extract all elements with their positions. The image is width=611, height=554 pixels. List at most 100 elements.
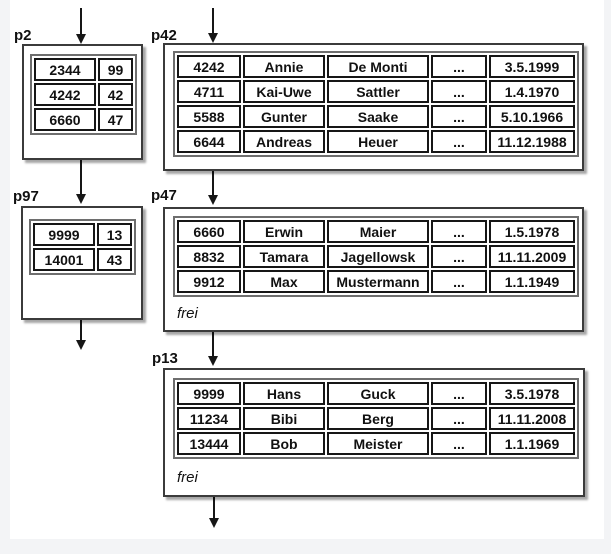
table-cell: Kai-Uwe	[243, 80, 325, 103]
table-cell: 11.11.2008	[489, 407, 575, 430]
table-cell: 42	[98, 83, 133, 106]
table-cell: 99	[98, 58, 133, 81]
table-cell: 13	[97, 223, 132, 246]
arrow-shaft	[212, 171, 214, 196]
table-cell: 11234	[177, 407, 241, 430]
page-label-p47: p47	[151, 187, 177, 204]
table-cell: 11.11.2009	[489, 245, 575, 268]
table-cell: 9999	[33, 223, 95, 246]
table-cell: Gunter	[243, 105, 325, 128]
table-cell: 9912	[177, 270, 241, 293]
table-cell: Mustermann	[327, 270, 429, 293]
table-cell: ...	[431, 80, 487, 103]
arrow-head-icon	[208, 195, 218, 205]
table-cell: 11.12.1988	[489, 130, 575, 153]
table-cell: Meister	[327, 432, 429, 455]
arrow-shaft	[212, 332, 214, 357]
arrow-out-of-p13	[208, 497, 220, 528]
table-cell: Bibi	[243, 407, 325, 430]
table-cell: Heuer	[327, 130, 429, 153]
table-cell: Saake	[327, 105, 429, 128]
table-cell: 1.5.1978	[489, 220, 575, 243]
page-label-p97: p97	[13, 188, 39, 205]
arrow-shaft	[212, 8, 214, 34]
table-cell: Erwin	[243, 220, 325, 243]
arrow-p2-to-p97	[75, 160, 87, 204]
table-cell: ...	[431, 407, 487, 430]
arrow-p42-to-p47	[207, 171, 219, 205]
arrow-p47-to-p13	[207, 332, 219, 366]
table-cell: 4711	[177, 80, 241, 103]
table-cell: Sattler	[327, 80, 429, 103]
table-cell: 8832	[177, 245, 241, 268]
table-cell: 6644	[177, 130, 241, 153]
arrow-head-icon	[208, 33, 218, 43]
table-cell: 1.1.1949	[489, 270, 575, 293]
table-cell: 2344	[34, 58, 96, 81]
table-cell: Jagellowsk	[327, 245, 429, 268]
table-cell: Annie	[243, 55, 325, 78]
table-cell: ...	[431, 130, 487, 153]
table-cell: 4242	[177, 55, 241, 78]
table-cell: Andreas	[243, 130, 325, 153]
table-cell: Guck	[327, 382, 429, 405]
table-cell: 5588	[177, 105, 241, 128]
table-cell: Bob	[243, 432, 325, 455]
table-cell: ...	[431, 220, 487, 243]
table-cell: ...	[431, 245, 487, 268]
page-label-p42: p42	[151, 27, 177, 44]
table-cell: 6660	[177, 220, 241, 243]
table-cell: 43	[97, 248, 132, 271]
arrow-head-icon	[76, 34, 86, 44]
table-cell: Hans	[243, 382, 325, 405]
table-cell: Berg	[327, 407, 429, 430]
arrow-shaft	[80, 8, 82, 35]
arrow-head-icon	[76, 340, 86, 350]
page-label-p2: p2	[14, 27, 32, 44]
arrow-head-icon	[76, 194, 86, 204]
table-cell: Maier	[327, 220, 429, 243]
arrow-head-icon	[209, 518, 219, 528]
table-cell: ...	[431, 105, 487, 128]
arrow-into-p42	[207, 8, 219, 43]
table-cell: Tamara	[243, 245, 325, 268]
table-cell: De Monti	[327, 55, 429, 78]
arrow-out-of-p97	[75, 320, 87, 350]
table-cell: 3.5.1978	[489, 382, 575, 405]
table-cell: 3.5.1999	[489, 55, 575, 78]
page-label-p13: p13	[152, 350, 178, 367]
table-cell: 14001	[33, 248, 95, 271]
table-cell: 9999	[177, 382, 241, 405]
arrow-shaft	[80, 320, 82, 341]
arrow-into-p2	[75, 8, 87, 44]
free-space-label-p13: frei	[177, 469, 198, 486]
table-cell: ...	[431, 432, 487, 455]
table-cell: ...	[431, 382, 487, 405]
table-cell: 13444	[177, 432, 241, 455]
arrow-shaft	[213, 497, 215, 519]
table-cell: 1.4.1970	[489, 80, 575, 103]
table-cell: 4242	[34, 83, 96, 106]
table-cell: ...	[431, 55, 487, 78]
